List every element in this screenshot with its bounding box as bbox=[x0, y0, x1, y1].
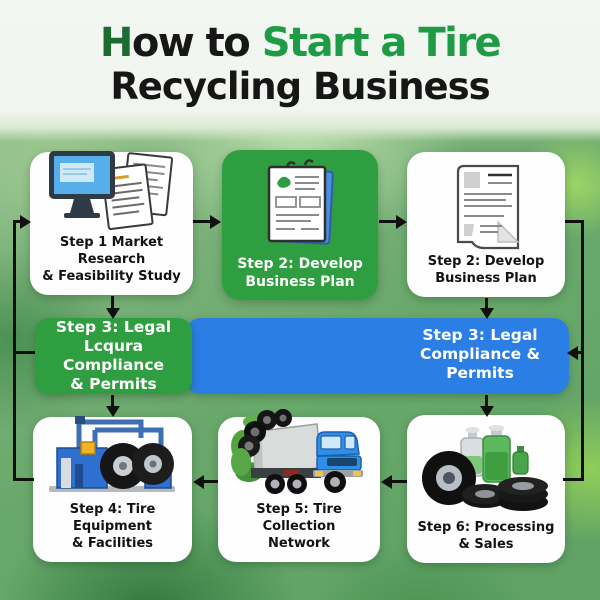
step-3-green-label: Step 3: Legal Lcqura Compliance & Permit… bbox=[55, 318, 172, 393]
business-plan-clipboard-icon bbox=[225, 156, 375, 255]
step-2-green-card: Step 2: Develop Business Plan bbox=[222, 150, 378, 300]
arrow-step1-down-shaft bbox=[111, 296, 114, 309]
arrow-step3b-to-step6-head bbox=[479, 406, 494, 417]
tire-collection-truck-icon bbox=[221, 406, 377, 502]
arrow-step6-to-step5-shaft bbox=[392, 480, 407, 483]
title-line-2: Recycling Business bbox=[110, 65, 490, 109]
step-4-label: Step 4: Tire Equipment & Facilities bbox=[69, 502, 156, 552]
arrow-step3-to-step4-shaft bbox=[111, 395, 114, 407]
arrow-step5-to-step4-shaft bbox=[204, 480, 218, 483]
step-2-green-label: Step 2: Develop Business Plan bbox=[237, 255, 363, 290]
left-rail-arrow-into-step1 bbox=[20, 214, 31, 229]
title-line-1: How to Start a Tire bbox=[99, 20, 502, 66]
arrow-step2b-down-shaft bbox=[485, 298, 488, 309]
arrow-step5-to-step4-head bbox=[193, 474, 204, 489]
left-rail-step3-tick bbox=[16, 351, 35, 354]
processing-sales-icon bbox=[410, 421, 562, 520]
left-rail-line bbox=[13, 220, 16, 481]
left-rail-bottom-elbow bbox=[13, 478, 34, 481]
step-2-white-label: Step 2: Develop Business Plan bbox=[427, 254, 545, 287]
arrow-step3b-to-step6-shaft bbox=[485, 395, 488, 407]
tire-equipment-icon bbox=[36, 408, 189, 502]
arrow-step1-to-step2-shaft bbox=[193, 220, 210, 223]
step-3-blue-label: Step 3: Legal Compliance & Permits bbox=[419, 326, 540, 382]
step-1-label: Step 1 Market Research & Feasibility Stu… bbox=[42, 235, 181, 285]
arrow-step2-to-step2b-head bbox=[396, 214, 407, 229]
arrow-step1-down-head bbox=[105, 308, 120, 319]
right-rail-bottom-elbow bbox=[563, 478, 584, 481]
arrow-step3-to-step4-head bbox=[105, 406, 120, 417]
business-plan-document-icon bbox=[410, 158, 562, 254]
right-rail-arrow-into-step3 bbox=[567, 345, 578, 360]
market-research-computer-icon bbox=[33, 147, 190, 235]
left-rail-top-shaft bbox=[13, 220, 20, 223]
step-6-card: Step 6: Processing & Sales bbox=[407, 415, 565, 563]
step-5-card: Step 5: Tire Collection Network bbox=[218, 409, 380, 562]
arrow-step1-to-step2-head bbox=[210, 214, 221, 229]
arrow-step2b-down-head bbox=[479, 308, 494, 319]
step-5-label: Step 5: Tire Collection Network bbox=[256, 502, 342, 552]
step-2-white-card: Step 2: Develop Business Plan bbox=[407, 152, 565, 297]
right-rail-step3-shaft bbox=[578, 351, 584, 354]
page-title: How to Start a Tire Recycling Business bbox=[0, 20, 600, 109]
title-band bbox=[0, 0, 600, 142]
right-rail-line bbox=[581, 220, 584, 481]
step-3-blue-band: Step 3: Legal Compliance & Permits bbox=[185, 318, 569, 394]
arrow-step6-to-step5-head bbox=[381, 474, 392, 489]
step-3-green-band: Step 3: Legal Lcqura Compliance & Permit… bbox=[35, 318, 192, 394]
arrow-step2-to-step2b-shaft bbox=[379, 220, 396, 223]
step-4-card: Step 4: Tire Equipment & Facilities bbox=[33, 416, 192, 562]
right-rail-top-elbow bbox=[565, 220, 584, 223]
step-6-label: Step 6: Processing & Sales bbox=[417, 520, 555, 553]
step-1-card: Step 1 Market Research & Feasibility Stu… bbox=[30, 151, 193, 295]
